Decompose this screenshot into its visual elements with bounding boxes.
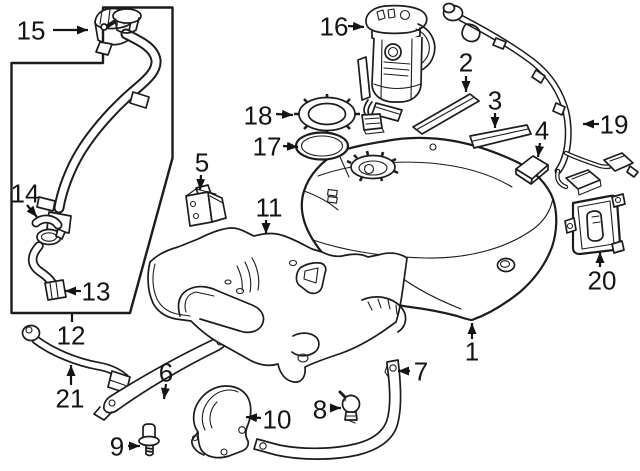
filler-hose-drawing: [27, 241, 67, 301]
callout-12[interactable]: 12: [57, 314, 86, 351]
callout-label-12[interactable]: 12: [57, 321, 86, 351]
callout-6[interactable]: 6: [159, 358, 173, 400]
callout-16[interactable]: 16: [320, 12, 365, 42]
callout-label-15[interactable]: 15: [17, 16, 46, 46]
callout-label-17[interactable]: 17: [253, 132, 282, 162]
callout-label-1[interactable]: 1: [465, 337, 479, 367]
callout-label-8[interactable]: 8: [313, 395, 327, 425]
callout-arrow-10: [245, 413, 262, 423]
callout-11[interactable]: 11: [256, 193, 283, 235]
callout-arrow-17: [282, 141, 299, 151]
skid-plate-drawing: [147, 227, 408, 383]
callout-arrow-4: [535, 142, 545, 158]
bolt-drawing: [138, 423, 160, 457]
callout-label-7[interactable]: 7: [414, 357, 428, 387]
callout-label-6[interactable]: 6: [159, 358, 173, 388]
callout-label-4[interactable]: 4: [535, 116, 549, 146]
callout-label-19[interactable]: 19: [600, 110, 629, 140]
callout-label-9[interactable]: 9: [110, 432, 124, 462]
callout-9[interactable]: 9: [110, 432, 140, 462]
callout-label-5[interactable]: 5: [195, 148, 209, 178]
callout-arrow-5: [196, 174, 206, 191]
callout-5[interactable]: 5: [195, 148, 209, 191]
callout-7[interactable]: 7: [398, 357, 428, 387]
callout-arrow-14: [26, 204, 38, 218]
callout-label-20[interactable]: 20: [588, 266, 617, 296]
tank-pad-3-drawing: [469, 124, 532, 149]
callout-4[interactable]: 4: [535, 116, 549, 158]
bracket-drawing: [185, 184, 227, 227]
callout-10[interactable]: 10: [245, 405, 292, 435]
lock-ring-drawing: [294, 94, 360, 134]
callout-18[interactable]: 18: [244, 101, 294, 131]
callout-label-14[interactable]: 14: [11, 179, 40, 209]
heat-shield-drawing: [191, 385, 252, 459]
vent-pipe-drawing: [442, 2, 639, 196]
callout-arrow-16: [347, 21, 365, 31]
callout-label-2[interactable]: 2: [459, 48, 473, 78]
callout-label-21[interactable]: 21: [56, 384, 85, 414]
callout-label-3[interactable]: 3: [488, 86, 502, 116]
callout-20[interactable]: 20: [588, 252, 617, 296]
callout-3[interactable]: 3: [488, 86, 502, 129]
callout-19[interactable]: 19: [583, 110, 628, 140]
fuel-pump-drawing: [357, 4, 436, 135]
callout-label-10[interactable]: 10: [263, 405, 292, 435]
callout-8[interactable]: 8: [313, 395, 341, 425]
callout-21[interactable]: 21: [56, 365, 85, 414]
clip-drawing: [338, 390, 361, 424]
callout-label-16[interactable]: 16: [320, 12, 349, 42]
callout-label-18[interactable]: 18: [244, 101, 273, 131]
filler-pipe-drawing: [36, 8, 162, 234]
callout-arrow-18: [275, 109, 294, 119]
callout-14[interactable]: 14: [11, 179, 40, 218]
tank-pad-2-drawing: [412, 93, 480, 135]
callout-1[interactable]: 1: [465, 323, 479, 367]
tank-pad-4-drawing: [515, 155, 549, 185]
callout-label-11[interactable]: 11: [256, 193, 283, 223]
callout-2[interactable]: 2: [459, 48, 473, 93]
right-strap-drawing: [253, 359, 402, 460]
callout-17[interactable]: 17: [253, 132, 299, 162]
callout-arrow-6: [160, 383, 170, 400]
callout-label-13[interactable]: 13: [82, 277, 111, 307]
seal-ring-drawing: [294, 131, 350, 161]
callout-13[interactable]: 13: [65, 277, 110, 307]
hose-clamp-drawing: [31, 214, 66, 246]
inset-box: [10, 6, 174, 315]
control-module-drawing: [564, 193, 626, 256]
callout-15[interactable]: 15: [17, 16, 88, 46]
